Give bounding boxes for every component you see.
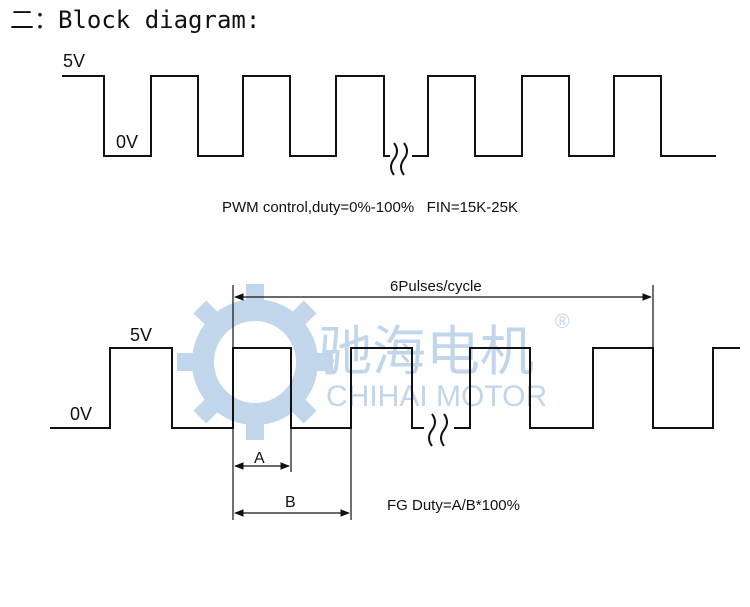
watermark-english: CHIHAI MOTOR [326,380,547,413]
cycle-label: 6Pulses/cycle [390,278,482,295]
watermark-logo: 驰海电机 CHIHAI MOTOR ® [177,284,570,440]
break-mark [428,413,448,447]
fg-high-label: 5V [130,325,152,345]
pwm-waveform: 5V 0V PWM control,duty=0%-100% FIN=15K-2… [62,51,716,216]
fg-waveform: 5V 0V 6Pulses/cycle A B FG Duty=A/B*100% [50,278,740,520]
b-label: B [285,494,296,511]
page-title: 二：Block diagram: [10,6,260,34]
pwm-signal-line [62,75,716,157]
pwm-high-label: 5V [63,51,85,71]
watermark-registered: ® [555,311,570,333]
pwm-caption: PWM control,duty=0%-100% FIN=15K-25K [222,199,518,216]
fg-signal-line [50,347,740,429]
a-label: A [254,450,265,467]
fg-low-label: 0V [70,404,92,424]
fg-duty-formula: FG Duty=A/B*100% [387,497,520,514]
watermark-chinese: 驰海电机 [318,322,534,382]
gear-icon [177,284,333,440]
pwm-low-label: 0V [116,132,138,152]
break-mark [390,142,408,176]
